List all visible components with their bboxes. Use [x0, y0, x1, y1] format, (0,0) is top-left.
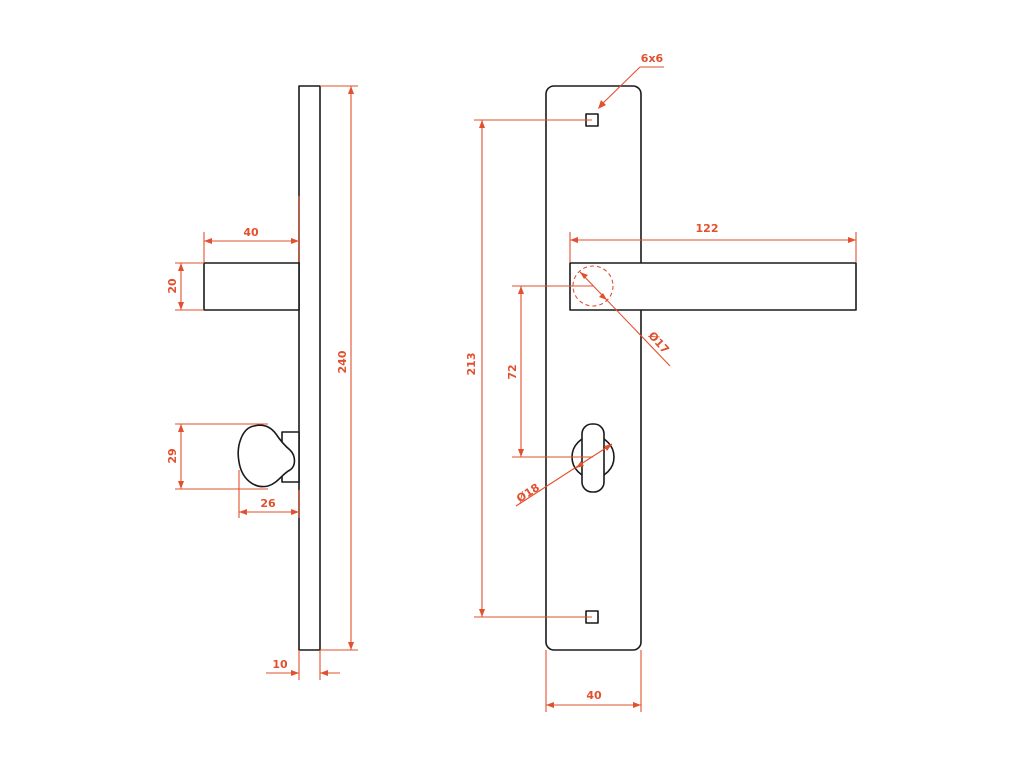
- dim-front-screw-spacing: 213: [465, 353, 478, 376]
- dim-side-knob-height: 29: [166, 448, 179, 463]
- dim-side-knob-projection: 26: [260, 497, 276, 510]
- front-plate: [545, 85, 642, 651]
- spindle-circle: [572, 265, 614, 307]
- thumb-turn: [581, 423, 605, 493]
- dim-front-plate-width: 40: [586, 689, 602, 702]
- side-plate: [298, 85, 321, 651]
- dim-front-lever-length: 122: [696, 222, 719, 235]
- dim-side-lever-thickness: 20: [166, 278, 179, 294]
- side-knob: [237, 424, 296, 488]
- side-lever: [203, 262, 300, 311]
- side-view: 40 20 240 29 26 10: [166, 85, 358, 680]
- dim-front-spindle-diameter: Ø17: [646, 329, 672, 356]
- dim-side-plate-height: 240: [336, 350, 349, 373]
- dim-screw-hole-size: 6x6: [641, 52, 664, 65]
- dim-front-lock-diameter: Ø18: [514, 481, 542, 505]
- dim-front-spindle-to-lock: 72: [506, 364, 519, 379]
- dim-side-plate-thickness: 10: [272, 658, 288, 671]
- front-view: 6x6 122 213 72 Ø17 Ø18: [465, 52, 857, 712]
- dim-side-lever-projection: 40: [243, 226, 259, 239]
